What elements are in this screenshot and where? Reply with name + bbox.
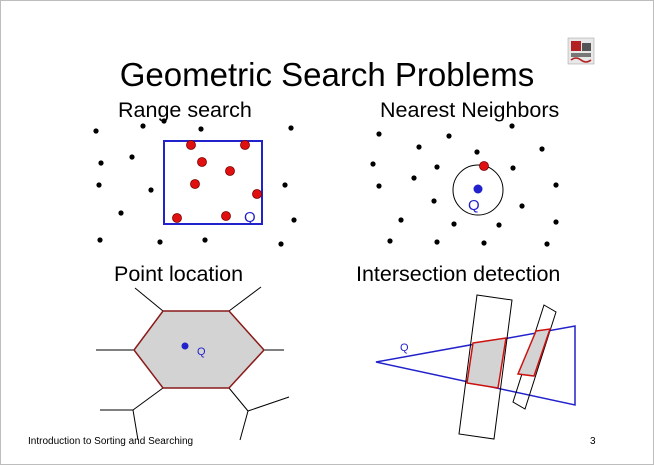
rectangle-1 bbox=[458, 294, 513, 440]
nearest-neighbor-point bbox=[479, 161, 489, 171]
intersection-region-2 bbox=[516, 328, 552, 377]
point-location-diagram: Q bbox=[96, 286, 290, 441]
id-query-label: Q bbox=[400, 342, 409, 354]
range-search-heading: Range search bbox=[118, 98, 252, 122]
intersection-detection-diagram: Q bbox=[375, 294, 576, 440]
pl-query-label: Q bbox=[197, 346, 206, 358]
slide-footer: Introduction to Sorting and Searching bbox=[28, 436, 194, 447]
nn-query-label: Q bbox=[468, 197, 480, 214]
range-search-diagram: Q bbox=[93, 118, 297, 247]
search-circle bbox=[452, 164, 504, 216]
nearest-neighbors-diagram: Q bbox=[370, 123, 559, 247]
intersection-detection-heading: Intersection detection bbox=[356, 262, 561, 286]
voronoi-cell bbox=[133, 310, 266, 389]
nearest-neighbors-heading: Nearest Neighbors bbox=[380, 98, 560, 122]
intersection-region-1 bbox=[466, 337, 507, 389]
query-point bbox=[181, 342, 189, 350]
page-number: 3 bbox=[590, 436, 596, 447]
query-range-rectangle bbox=[163, 140, 263, 225]
black-points bbox=[93, 118, 297, 247]
point-location-heading: Point location bbox=[114, 262, 244, 286]
faculty-logo-icon bbox=[567, 37, 595, 65]
query-point bbox=[473, 184, 483, 194]
voronoi-edges bbox=[96, 286, 290, 441]
slide-title: Geometric Search Problems bbox=[119, 56, 535, 93]
black-points bbox=[370, 123, 559, 247]
range-query-label: Q bbox=[244, 209, 256, 226]
red-points-in-range bbox=[172, 140, 262, 223]
